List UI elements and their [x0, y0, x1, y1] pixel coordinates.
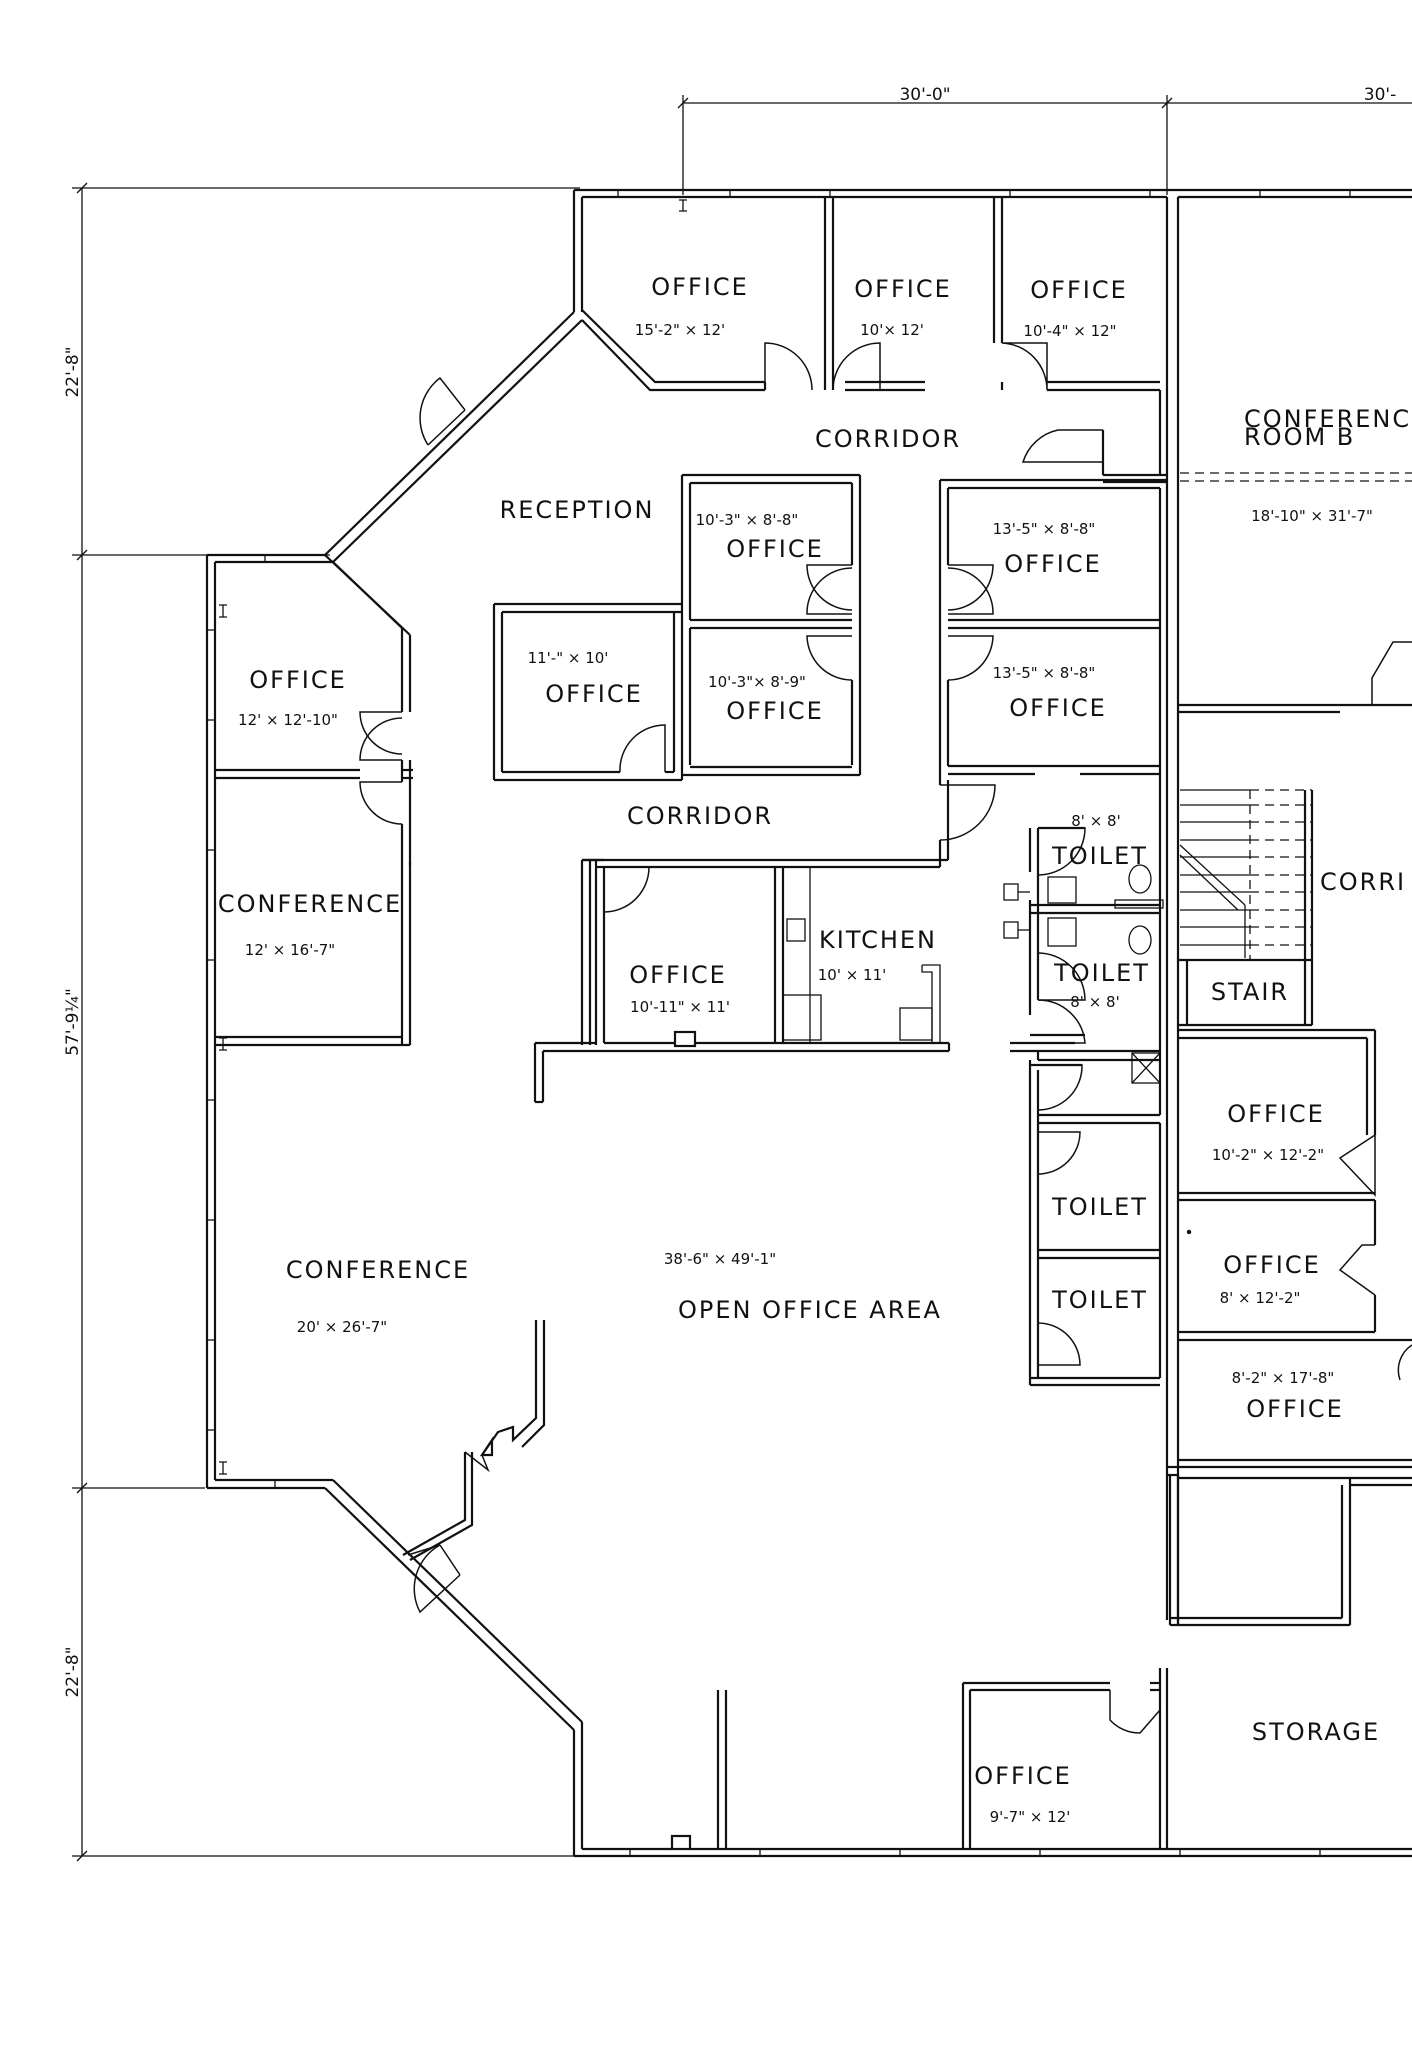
corridor-middle-label: CORRIDOR [627, 802, 773, 830]
office-right-upper-size: 13'-5" × 8'-8" [993, 520, 1096, 538]
conference-b-label-line1: CONFERENC [1244, 405, 1411, 433]
left-wing-walls [215, 554, 413, 1047]
office-center-upper-size: 10'-3" × 8'-8" [696, 511, 799, 529]
office-east-2-size: 8' × 12'-2" [1220, 1289, 1301, 1307]
office-left-wing-size: 12' × 12'-10" [238, 711, 338, 729]
east-offices-walls [1167, 1191, 1412, 1627]
office-center-upper-label: OFFICE [726, 535, 824, 563]
office-east-3-size: 8'-2" × 17'-8" [1232, 1369, 1335, 1387]
toilet-upper-size: 8' × 8' [1071, 812, 1120, 830]
dimension-side-top: 22'-8" [63, 346, 83, 397]
conference-b-label-line2: ROOM B [1244, 423, 1355, 451]
office-left-wing-label: OFFICE [249, 666, 347, 694]
toilet-lower-size: 8' × 8' [1070, 993, 1119, 1011]
right-offices-walls [938, 478, 1167, 1115]
storage-label: STORAGE [1252, 1718, 1380, 1746]
office-right-lower-label: OFFICE [1009, 694, 1107, 722]
office-east-1-size: 10'-2" × 12'-2" [1212, 1146, 1324, 1164]
open-office-label: OPEN OFFICE AREA [678, 1296, 942, 1324]
office-kitchen-adj-size: 10'-11" × 11' [630, 998, 730, 1016]
conference-left-size: 12' × 16'-7" [245, 941, 335, 959]
corridor-top-label: CORRIDOR [815, 425, 961, 453]
dimension-side-bottom: 22'-8" [63, 1646, 83, 1697]
office-center-left-label: OFFICE [545, 680, 643, 708]
stair-label: STAIR [1211, 978, 1289, 1006]
office-top-left-label: OFFICE [651, 273, 749, 301]
dimension-top-right: 30'- [1364, 85, 1396, 105]
toilet-upper-label: TOILET [1051, 842, 1148, 870]
conference-b-size: 18'-10" × 31'-7" [1251, 507, 1373, 525]
center-offices-walls [492, 473, 862, 782]
top-offices-walls [581, 197, 1180, 1620]
office-center-left-size: 11'-" × 10' [528, 649, 609, 667]
office-top-right-size: 10'-4" × 12" [1023, 322, 1116, 340]
stair-walls [1176, 710, 1377, 1625]
center-offices-doors [619, 564, 853, 773]
dimension-side-middle: 57'-9¼" [63, 988, 83, 1056]
toilet-lower-label: TOILET [1053, 959, 1150, 987]
office-top-left-size: 15'-2" × 12' [635, 321, 725, 339]
toilet-3-label: TOILET [1051, 1193, 1148, 1221]
office-top-right-label: OFFICE [1030, 276, 1128, 304]
office-top-middle-label: OFFICE [854, 275, 952, 303]
reception-label: RECEPTION [500, 496, 655, 524]
office-east-1-label: OFFICE [1227, 1100, 1325, 1128]
center-corridor-walls [533, 780, 951, 1104]
toilet-block-walls [1003, 826, 1164, 1387]
exterior-walls [205, 188, 1412, 1858]
office-right-lower-size: 13'-5" × 8'-8" [993, 664, 1096, 682]
office-bottom-size: 9'-7" × 12' [990, 1808, 1071, 1826]
marker-dot [1186, 1229, 1192, 1235]
kitchen-size: 10' × 11' [818, 966, 887, 984]
office-right-upper-label: OFFICE [1004, 550, 1102, 578]
conference-large-size: 20' × 26'-7" [297, 1318, 387, 1336]
office-bottom-label: OFFICE [974, 1762, 1072, 1790]
open-office-size: 38'-6" × 49'-1" [664, 1250, 776, 1268]
open-office-partitions [402, 1320, 546, 1561]
entrance-doors [407, 376, 466, 1614]
right-offices-doors [939, 564, 996, 841]
office-center-lower-label: OFFICE [726, 697, 824, 725]
office-east-3-label: OFFICE [1246, 1395, 1344, 1423]
conference-large-label: CONFERENCE [286, 1256, 470, 1284]
conference-left-label: CONFERENCE [218, 890, 402, 918]
office-center-lower-size: 10'-3"× 8'-9" [708, 673, 806, 691]
office-east-2-label: OFFICE [1223, 1251, 1321, 1279]
conference-b-walls [1178, 472, 1412, 714]
corridor-right-label: CORRI [1320, 868, 1406, 896]
toilet-4-label: TOILET [1051, 1286, 1148, 1314]
kitchen-label: KITCHEN [819, 926, 937, 954]
dimension-lines [72, 95, 1412, 1862]
office-top-middle-size: 10'× 12' [860, 321, 924, 339]
bottom-office-walls [716, 1668, 1169, 1849]
top-offices-doors [764, 342, 1103, 463]
dimension-top-left: 30'-0" [899, 85, 950, 105]
office-kitchen-adj-label: OFFICE [629, 961, 727, 989]
